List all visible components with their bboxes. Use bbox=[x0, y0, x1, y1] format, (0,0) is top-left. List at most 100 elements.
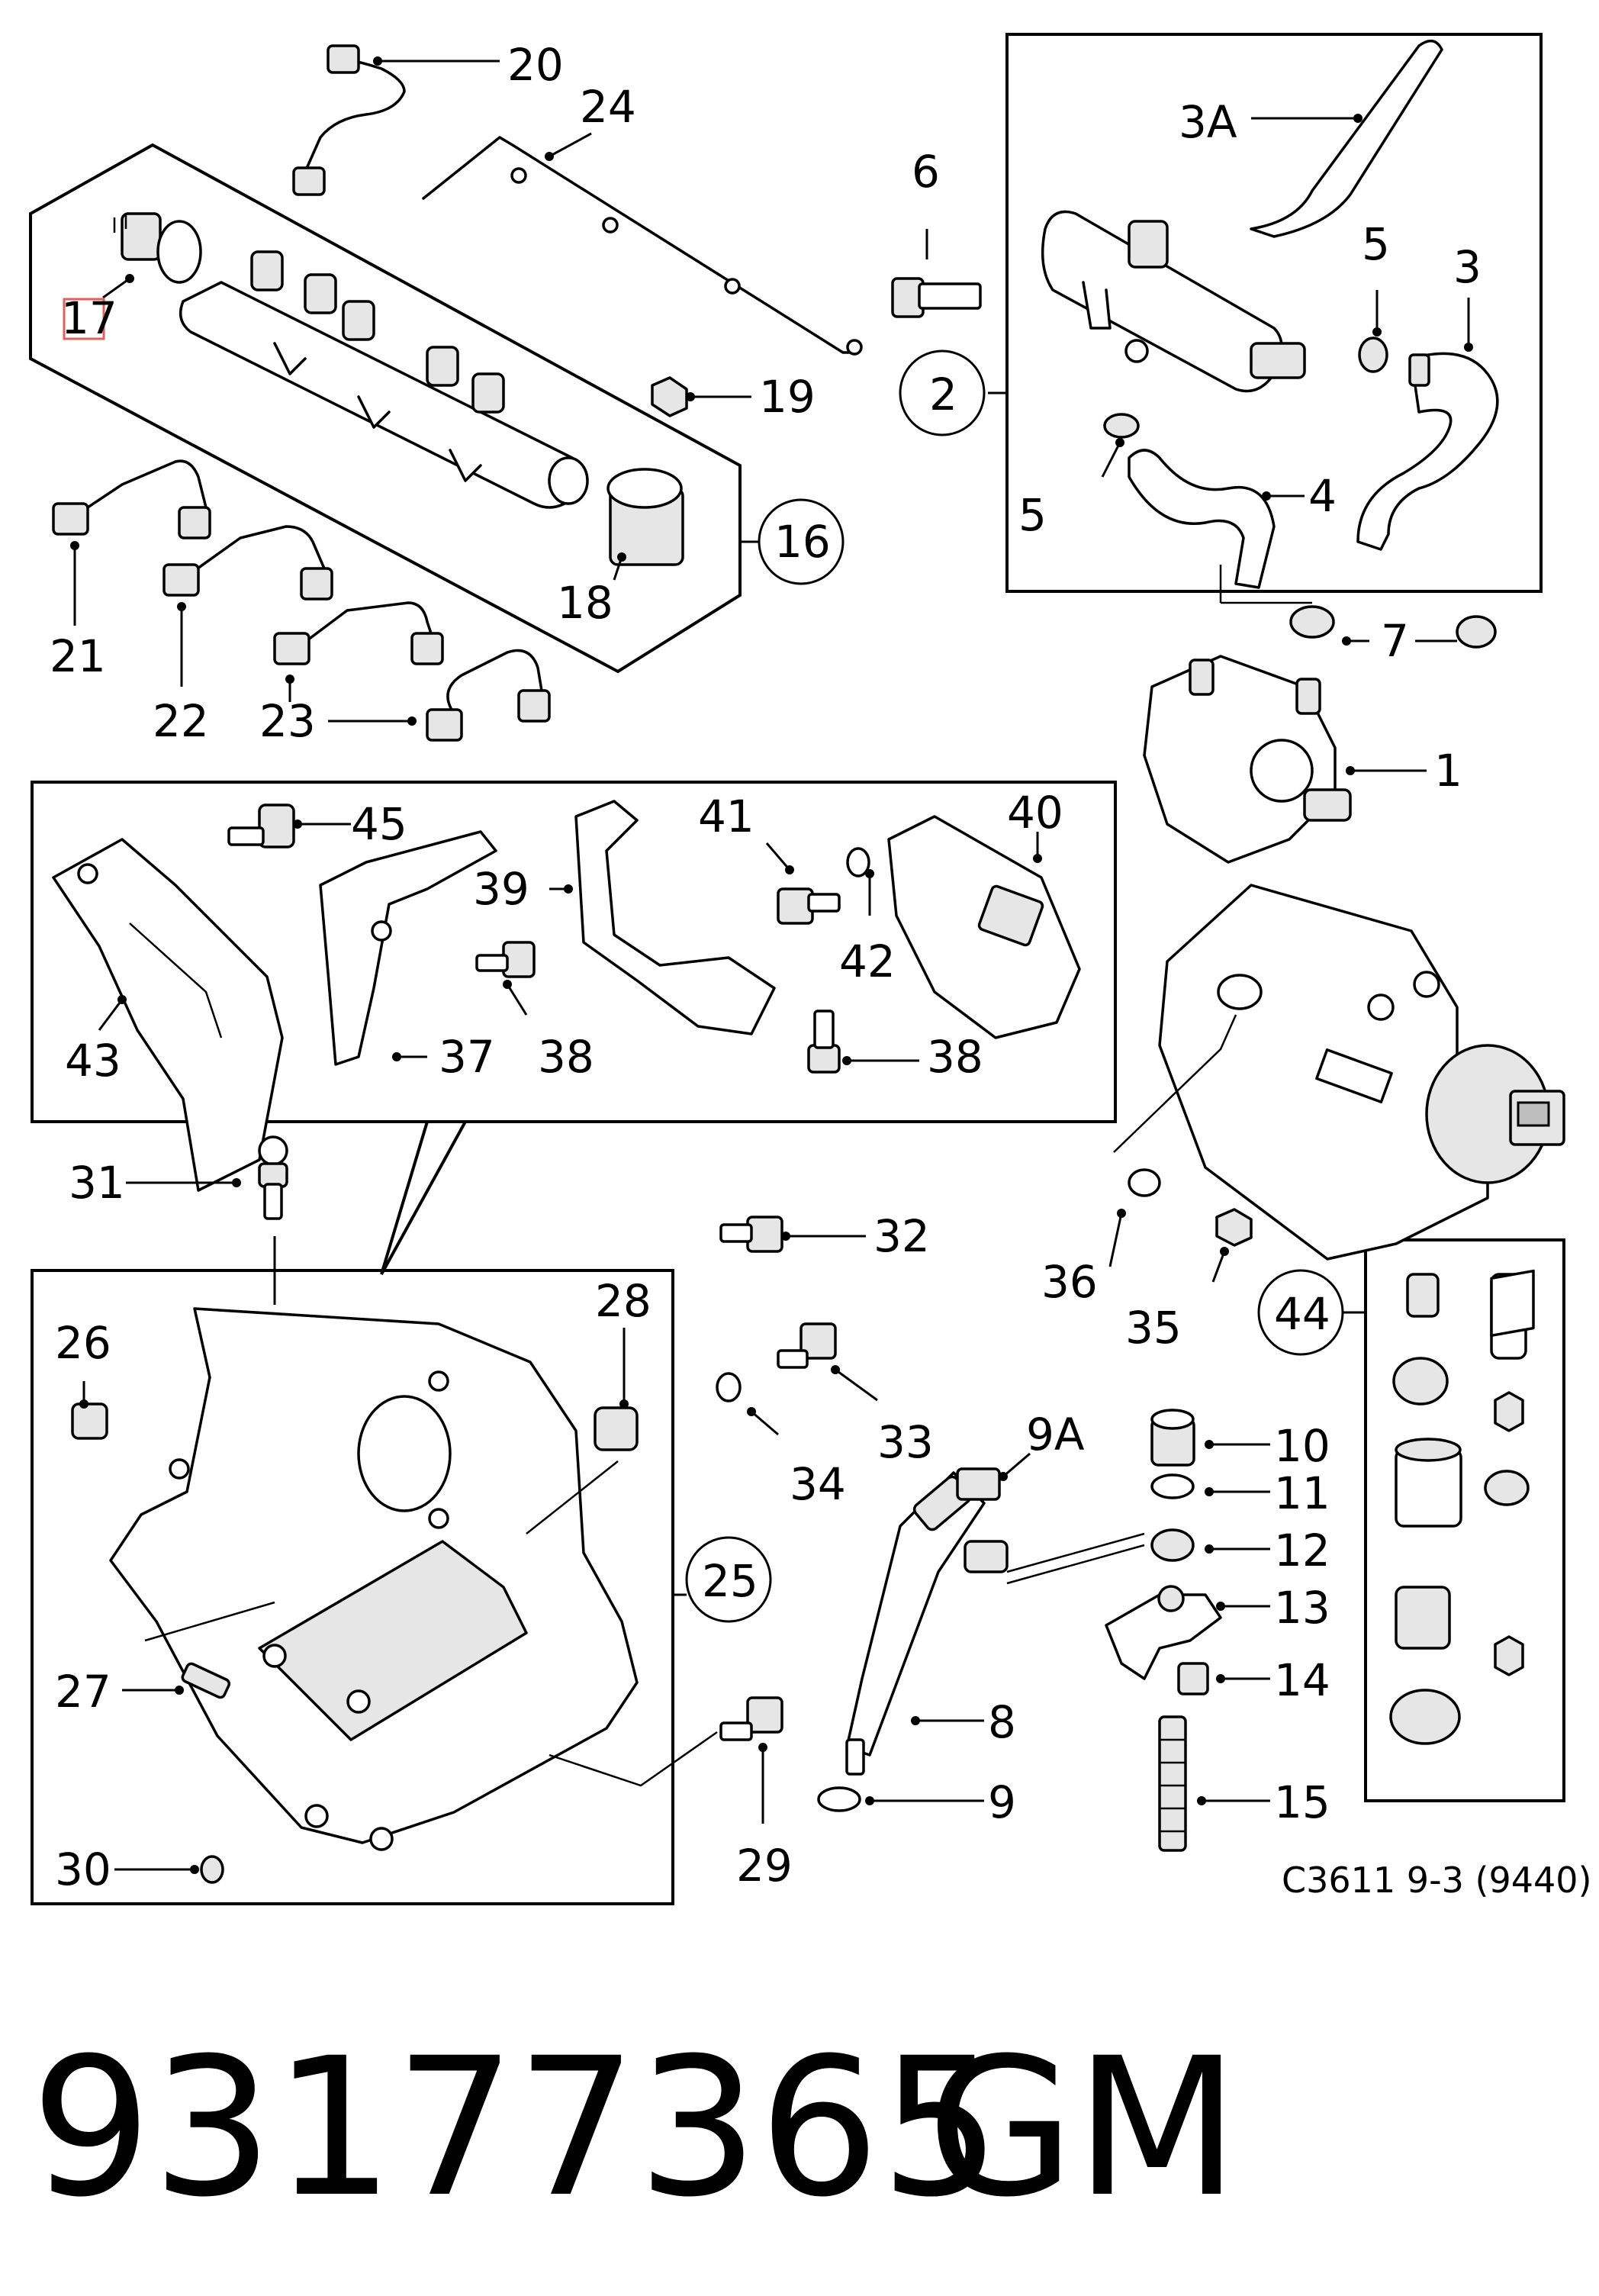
callout-12: 12 bbox=[1274, 1525, 1330, 1576]
callout-14: 14 bbox=[1274, 1654, 1330, 1706]
stud-31 bbox=[258, 1135, 288, 1220]
callout-26: 26 bbox=[55, 1317, 111, 1369]
bolt-38a bbox=[475, 941, 536, 978]
pipe-22 bbox=[162, 525, 333, 601]
callout-37: 37 bbox=[439, 1031, 495, 1083]
callout-circle-2 bbox=[899, 349, 986, 436]
plug-30 bbox=[200, 1855, 224, 1884]
leader-27-bracket bbox=[144, 1601, 275, 1642]
clamp-13 bbox=[1105, 1585, 1222, 1680]
callout-2: 2 bbox=[929, 369, 957, 420]
bolt-41 bbox=[777, 887, 841, 925]
nut-19 bbox=[651, 376, 688, 417]
bolt-45 bbox=[227, 803, 295, 849]
kit-44-parts bbox=[1389, 1269, 1535, 1745]
callout-3A: 3A bbox=[1179, 96, 1237, 148]
part-number: 93177365 bbox=[31, 2017, 1001, 2239]
clamp-7 bbox=[1289, 605, 1497, 649]
sleeve-12 bbox=[1150, 1528, 1195, 1562]
pipe-20 bbox=[292, 44, 406, 196]
bolt-33 bbox=[777, 1322, 837, 1369]
callout-circle-44 bbox=[1257, 1269, 1344, 1356]
callout-19: 19 bbox=[759, 371, 816, 423]
pump-1 bbox=[1143, 655, 1352, 864]
ecu-40 bbox=[887, 815, 1081, 1039]
connector-9A bbox=[956, 1467, 1001, 1501]
engine-bracket-frame bbox=[31, 1269, 674, 1905]
leader-29-bracket bbox=[549, 1731, 718, 1787]
callout-44: 44 bbox=[1274, 1288, 1330, 1340]
bolt-29 bbox=[719, 1696, 783, 1741]
callout-35: 35 bbox=[1125, 1302, 1182, 1354]
pressure-sensor-17 bbox=[113, 212, 202, 284]
pipe-23 bbox=[273, 601, 551, 742]
bolt-38b bbox=[807, 1010, 841, 1074]
bolt-32 bbox=[719, 1216, 783, 1253]
diagram-reference: C3611 9-3 (9440) bbox=[1282, 1860, 1592, 1901]
callout-7: 7 bbox=[1381, 615, 1409, 667]
callout-45: 45 bbox=[351, 798, 407, 850]
callout-39: 39 bbox=[473, 863, 529, 915]
callout-33: 33 bbox=[877, 1416, 934, 1468]
callout-24: 24 bbox=[580, 81, 636, 133]
callout-9A: 9A bbox=[1026, 1409, 1085, 1460]
clip-5a bbox=[1103, 413, 1140, 439]
callout-25: 25 bbox=[702, 1555, 758, 1607]
callout-20: 20 bbox=[507, 39, 564, 91]
callout-29: 29 bbox=[736, 1840, 793, 1892]
bracket-37 bbox=[319, 830, 497, 1066]
callout-40: 40 bbox=[1007, 787, 1063, 839]
callout-43: 43 bbox=[65, 1035, 121, 1087]
callout-22: 22 bbox=[153, 695, 209, 747]
stud-15 bbox=[1158, 1715, 1187, 1852]
fuel-rail bbox=[179, 250, 589, 509]
callout-42: 42 bbox=[839, 935, 896, 987]
callout-8: 8 bbox=[988, 1696, 1016, 1748]
leader-36-pump bbox=[1113, 1014, 1237, 1153]
cap-18 bbox=[606, 468, 684, 566]
callout-10: 10 bbox=[1274, 1420, 1330, 1472]
callout-6: 6 bbox=[912, 146, 940, 198]
hose-4 bbox=[1128, 449, 1276, 589]
bracket-43 bbox=[52, 838, 284, 1192]
callout-11: 11 bbox=[1274, 1467, 1330, 1519]
callout-34: 34 bbox=[790, 1458, 846, 1510]
callout-21: 21 bbox=[50, 630, 106, 682]
callout-38b: 38 bbox=[927, 1031, 983, 1083]
fuel-rail-frame bbox=[29, 143, 742, 674]
washer-9 bbox=[817, 1786, 861, 1812]
bolt-6 bbox=[891, 277, 982, 318]
callout-41: 41 bbox=[698, 791, 754, 842]
leader-injector-12b bbox=[1006, 1544, 1145, 1585]
valve-2 bbox=[1041, 210, 1306, 393]
callout-3: 3 bbox=[1453, 241, 1482, 293]
washer-42 bbox=[846, 847, 870, 878]
bracket-pointer bbox=[380, 1120, 468, 1275]
brand-name: GM bbox=[927, 2017, 1239, 2239]
bracket-frame bbox=[31, 781, 1117, 1123]
pump-hose-frame bbox=[1005, 33, 1543, 593]
callout-30: 30 bbox=[55, 1844, 111, 1895]
fitting-kit-frame bbox=[1364, 1238, 1565, 1802]
callout-17: 17 bbox=[61, 292, 117, 344]
leader-25-sleeve bbox=[526, 1460, 619, 1534]
highlight-17 bbox=[63, 298, 105, 340]
bracket-25 bbox=[109, 1307, 639, 1851]
callout-15: 15 bbox=[1274, 1776, 1330, 1828]
callout-38a: 38 bbox=[538, 1031, 594, 1083]
washer-34 bbox=[716, 1372, 742, 1402]
nut-35 bbox=[1215, 1208, 1253, 1247]
dowel-26 bbox=[71, 1402, 108, 1440]
callout-9: 9 bbox=[988, 1776, 1016, 1828]
wiring-loom-24 bbox=[422, 136, 863, 356]
sleeve-28 bbox=[594, 1406, 639, 1451]
spacer-10 bbox=[1150, 1409, 1195, 1467]
washer-36 bbox=[1128, 1168, 1161, 1197]
callout-32: 32 bbox=[873, 1210, 930, 1262]
injector-8 bbox=[845, 1471, 1009, 1776]
callout-5b: 5 bbox=[1362, 218, 1390, 270]
callout-13: 13 bbox=[1274, 1582, 1330, 1634]
nut-14 bbox=[1177, 1662, 1209, 1695]
callout-circle-16 bbox=[758, 498, 845, 585]
